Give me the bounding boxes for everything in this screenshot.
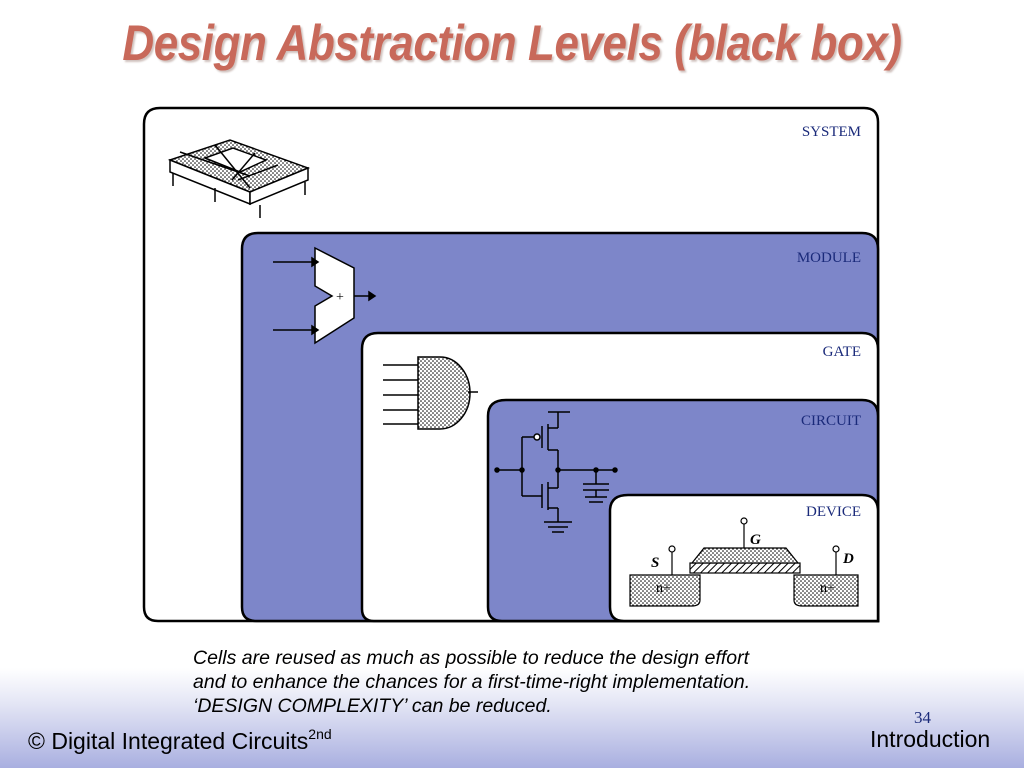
- slide-number: 34: [914, 708, 931, 727]
- adder-plus-sign: +: [336, 290, 344, 305]
- system-label: SYSTEM: [802, 124, 861, 140]
- gate-terminal-label: G: [750, 532, 761, 548]
- gate-label: GATE: [823, 344, 861, 360]
- adder-icon: +: [273, 246, 377, 345]
- chip-package-icon: [167, 139, 311, 218]
- caption-line-1: Cells are reused as much as possible to …: [193, 647, 750, 669]
- n-plus-source-region: [629, 574, 701, 607]
- source-terminal-label: S: [651, 555, 659, 571]
- n-plus-drain-label: n+: [820, 581, 835, 596]
- gate-oxide: [689, 562, 801, 574]
- drain-terminal-label: D: [842, 551, 854, 567]
- footer-copyright: © Digital Integrated Circuits2nd: [28, 726, 332, 755]
- device-level: DEVICE G S D n+ n+: [608, 493, 880, 623]
- caption-line-2: and to enhance the chances for a first-t…: [193, 671, 751, 693]
- transistor-circuit-icon: [494, 411, 618, 533]
- n-plus-drain-region: [793, 574, 859, 607]
- polysilicon-gate: [690, 547, 800, 564]
- slide-title: Design Abstraction Levels (black box): [122, 15, 902, 71]
- mosfet-cross-section-icon: [629, 517, 859, 607]
- device-label: DEVICE: [806, 504, 861, 520]
- footer-gradient-band: [0, 668, 1024, 768]
- footer-edition-sup: 2nd: [308, 726, 332, 742]
- footer-section-name: Introduction: [870, 726, 991, 752]
- circuit-label: CIRCUIT: [801, 413, 861, 429]
- module-label: MODULE: [797, 250, 861, 266]
- n-plus-source-label: n+: [656, 581, 671, 596]
- footer-copyright-text: © Digital Integrated Circuits: [28, 728, 309, 754]
- caption-line-3: ‘DESIGN COMPLEXITY’ can be reduced.: [193, 695, 552, 717]
- and-gate-icon: [383, 356, 478, 430]
- caption-text: Cells are reused as much as possible to …: [193, 646, 873, 718]
